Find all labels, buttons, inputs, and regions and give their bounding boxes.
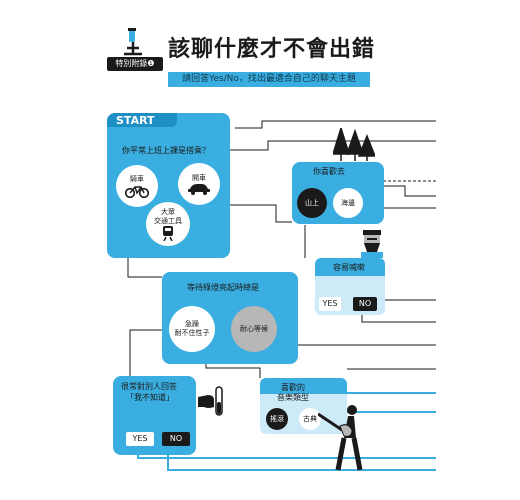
cough-no-button: NO (353, 297, 377, 311)
train-icon (163, 225, 173, 241)
option-patient: 耐心等候 (231, 306, 277, 352)
start-label: START (116, 114, 155, 127)
music-question-line2: 音樂類型 (277, 393, 309, 402)
option-impatient-line1: 急躁 (185, 320, 199, 328)
test-tube-hand-icon (198, 386, 223, 416)
idk-yes-button: YES (126, 432, 154, 446)
music-question-line1: 喜歡的 (281, 383, 305, 392)
guitarist-icon (318, 405, 363, 471)
option-impatient: 急躁 耐不住性子 (169, 306, 215, 352)
option-mountain: 山上 (297, 188, 327, 218)
traffic-light-question: 等待綠燈亮起時總是 (187, 283, 259, 292)
option-car-label: 開車 (192, 173, 206, 182)
option-rock: 搖滾 (266, 408, 288, 430)
commute-question: 你平常上班上課是搭乘？ (122, 146, 210, 155)
appendix-badge: 特別附錄❶ (107, 57, 163, 71)
option-sea: 海邊 (333, 188, 363, 218)
place-question: 你喜歡去 (313, 167, 345, 176)
bearded-person-icon (361, 230, 383, 258)
option-transit-label-line2: 交通工具 (154, 216, 182, 225)
option-public-transit: 大眾 交通工具 (146, 202, 190, 246)
option-transit-label-line1: 大眾 (161, 207, 175, 216)
cough-question: 容易喊嗽 (333, 263, 365, 272)
cough-yes-button: YES (319, 297, 341, 311)
car-icon (188, 183, 210, 195)
option-classical: 古典 (299, 408, 321, 430)
page-title: 該聊什麼才不會出錯 (168, 37, 376, 62)
idk-question-line2: 「我不知道」 (126, 393, 174, 402)
page-subtitle: 請回答Yes/No，找出最適合自己的聊天主題 (168, 72, 370, 87)
option-car: 開車 (178, 163, 220, 205)
bicycle-icon (124, 185, 150, 198)
pine-trees-icon (333, 128, 375, 161)
idk-no-button: NO (162, 432, 190, 446)
option-bike: 騎車 (116, 165, 158, 207)
microscope-icon (124, 28, 142, 56)
option-bike-label: 騎車 (130, 174, 144, 183)
idk-question-line1: 很常對別人回答 (121, 382, 177, 391)
option-impatient-line2: 耐不住性子 (174, 329, 210, 337)
